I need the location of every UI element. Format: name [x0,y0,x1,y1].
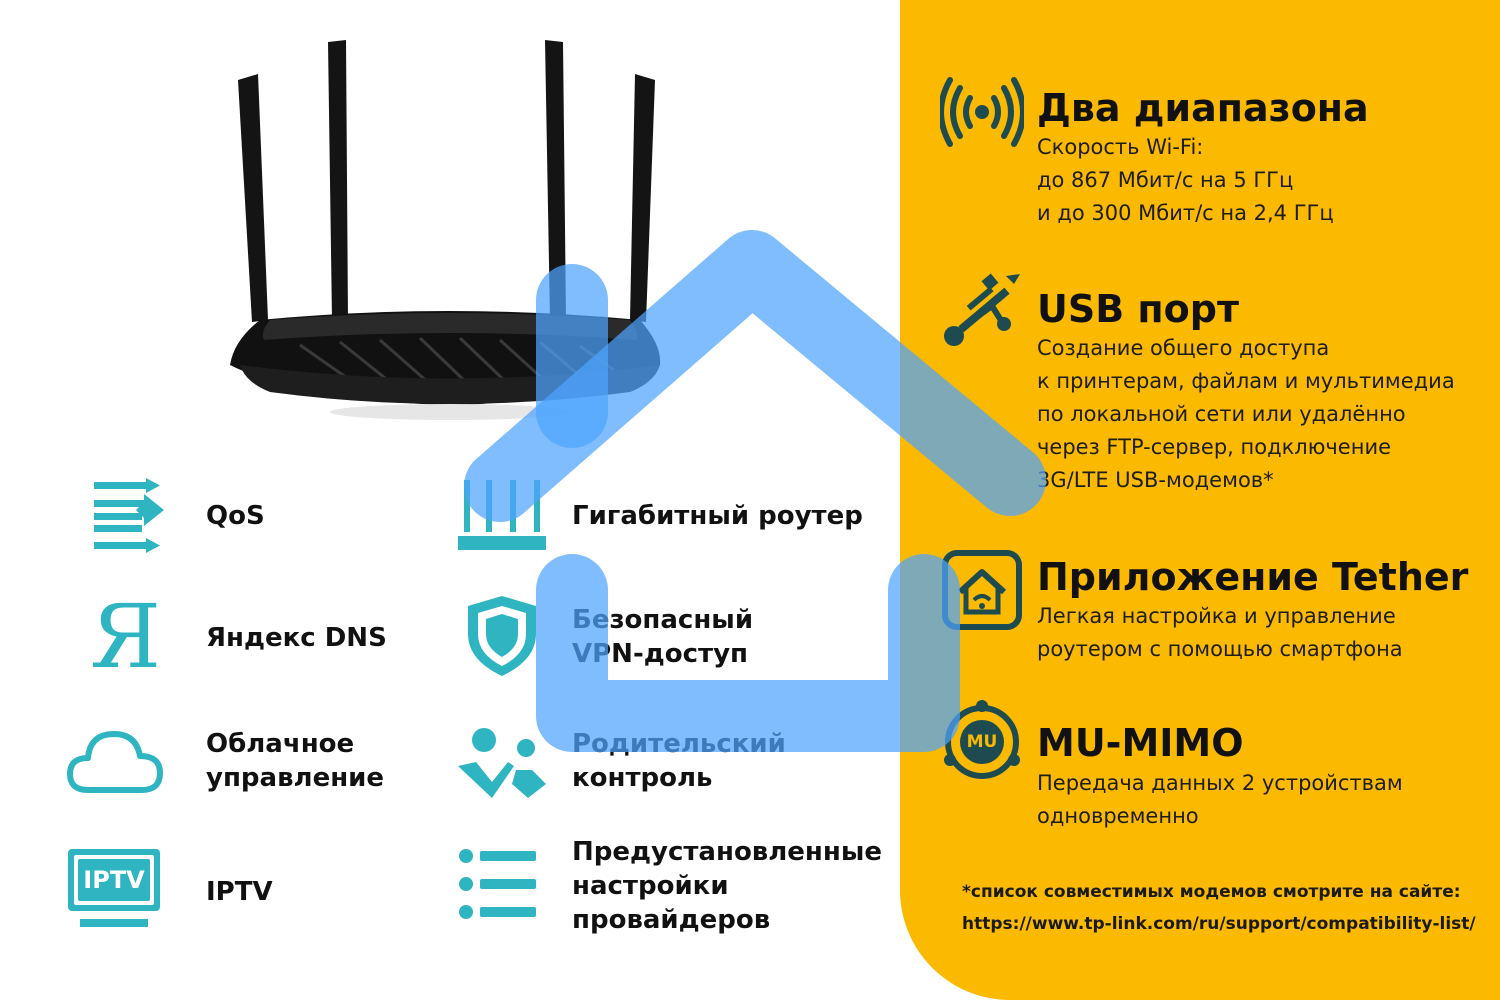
feature-label-iptv: IPTV [206,877,273,907]
right-feature-desc-dual-band: Скорость Wi-Fi: до 867 Мбит/с на 5 ГГц и… [1037,135,1334,225]
cloud-icon [67,731,163,793]
feature-label-parental: Родительский контроль [572,729,786,793]
yandex-letter-icon: Я [90,585,162,688]
right-feature-title-tether: Приложение Tether [1037,555,1469,599]
tether-app-icon [942,550,1022,630]
usb-icon [944,273,1020,346]
feature-label-cloud: Облачное управление [206,729,385,793]
router-antenna-icon [458,480,546,550]
right-feature-desc-usb: Создание общего доступа к принтерам, фай… [1037,336,1455,492]
mu-mimo-icon: MU [940,700,1024,784]
feature-label-vpn: Безопасный VPN-доступ [572,605,754,669]
right-feature-title-dual-band: Два диапазона [1037,86,1369,130]
feature-label-yandex-dns: Яндекс DNS [206,623,387,653]
right-feature-title-usb: USB порт [1037,287,1240,331]
feature-label-provider-presets: Предустановленные настройки провайдеров [572,837,883,935]
shield-icon [468,596,536,676]
right-feature-desc-mu-mimo: Передача данных 2 устройствам одновремен… [1037,771,1403,828]
iptv-screen-icon: IPTV [68,849,160,929]
qos-arrows-icon [94,478,164,553]
list-icon [459,849,536,919]
family-icon [458,728,546,798]
feature-label-gigabit-router: Гигабитный роутер [572,501,863,531]
iptv-icon-text: IPTV [78,859,150,901]
footnote: *список совместимых модемов смотрите на … [962,882,1476,934]
feature-label-qos: QoS [206,501,265,531]
right-feature-title-mu-mimo: MU-MIMO [1037,721,1244,765]
right-feature-desc-tether: Легкая настройка и управление роутером с… [1037,604,1403,661]
mu-icon-text: MU [966,732,998,752]
wifi-signal-icon [940,77,1024,147]
router-image [230,40,661,420]
